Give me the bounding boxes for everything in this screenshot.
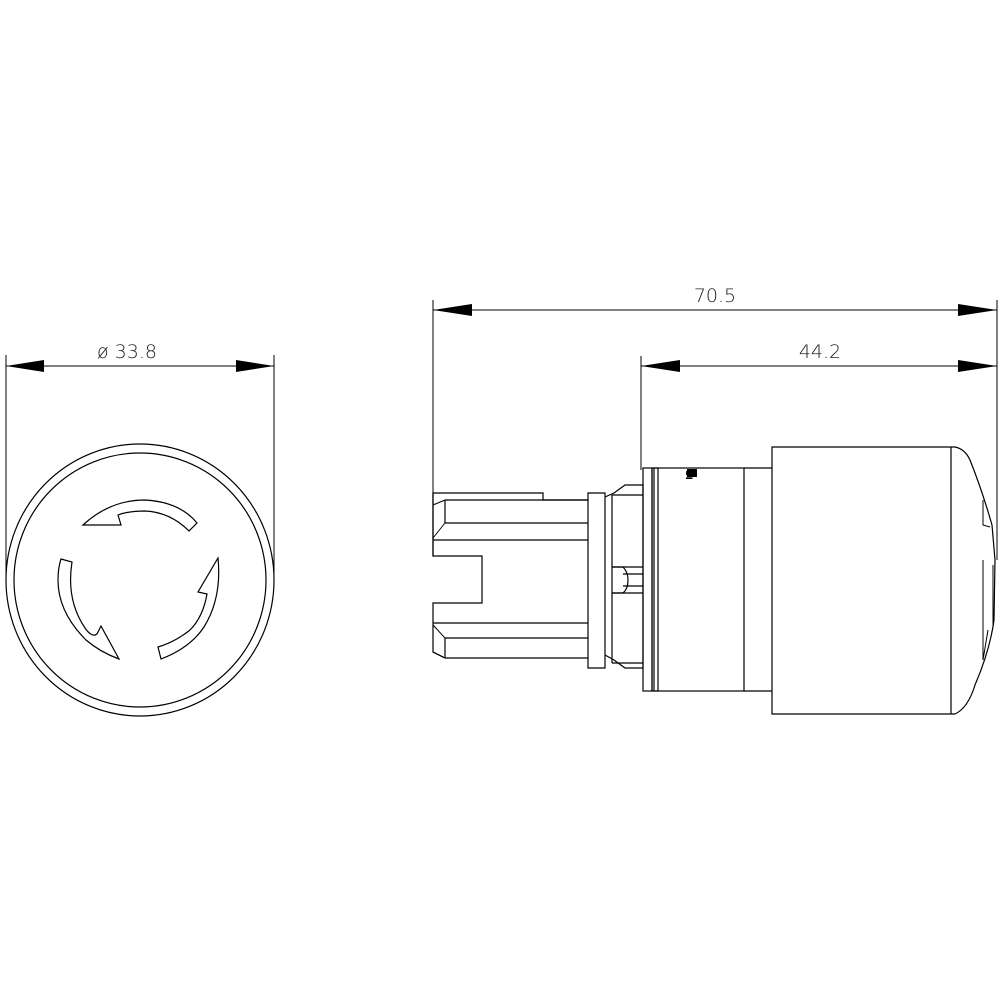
mushroom-head <box>771 446 996 715</box>
front-view: ø 33.8 <box>5 341 275 717</box>
rear-holder <box>432 492 606 669</box>
threaded-collar <box>604 484 644 669</box>
diameter-label: ø 33.8 <box>97 341 157 363</box>
rotate-release-arrows-icon <box>57 499 220 661</box>
outer-rim-circle <box>5 443 275 717</box>
arrow-right-icon <box>958 304 997 316</box>
overall-length-label: 70.5 <box>694 285 736 307</box>
arrow-left-icon <box>641 360 680 372</box>
arrow-right-icon <box>958 360 997 372</box>
side-view: 70.5 44.2 <box>432 285 998 715</box>
arrow-left-icon <box>433 304 472 316</box>
actuator-length-label: 44.2 <box>799 341 841 363</box>
flange-ring <box>642 467 659 692</box>
marking-block <box>687 469 697 477</box>
overall-length-dimension: 70.5 <box>433 285 997 316</box>
arrow-right-icon <box>236 360 274 372</box>
inner-rim-circle <box>13 452 267 708</box>
arrow-left-icon <box>6 360 44 372</box>
diameter-dimension: ø 33.8 <box>6 341 274 372</box>
front-bezel: SI <box>653 467 772 692</box>
actuator-length-dimension: 44.2 <box>641 341 997 372</box>
